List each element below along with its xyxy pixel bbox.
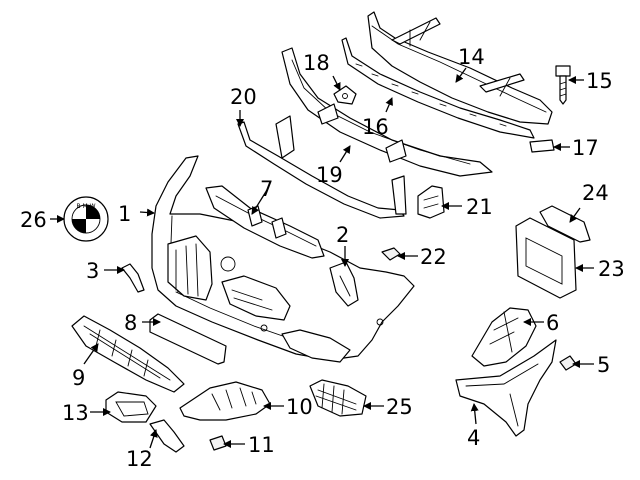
part-19-impact-absorber	[281, 47, 493, 177]
part-3-clip	[121, 263, 145, 293]
callout-1: 1	[118, 202, 131, 226]
callout-5: 5	[597, 353, 610, 377]
callout-6: 6	[546, 311, 559, 335]
part-10-air-duct	[179, 381, 271, 421]
callout-25: 25	[386, 395, 413, 419]
callout-16: 16	[362, 115, 389, 139]
part-18-clip	[333, 85, 357, 105]
callout-3: 3	[86, 259, 99, 283]
callout-15: 15	[586, 69, 613, 93]
part-24-radar-bracket	[539, 205, 591, 243]
part-13-fog-trim	[105, 391, 157, 423]
callout-11: 11	[248, 433, 275, 457]
callout-4: 4	[467, 426, 480, 450]
callout-2: 2	[336, 223, 349, 247]
callout-14: 14	[458, 45, 485, 69]
part-16-absorber-strip	[341, 37, 535, 139]
part-25-grille-insert	[309, 379, 367, 417]
callout-8: 8	[124, 311, 137, 335]
part-15-bolt	[555, 65, 571, 105]
leader-lines	[50, 67, 594, 449]
callout-10: 10	[286, 395, 313, 419]
part-17-bracket	[529, 139, 555, 153]
callout-labels: 1 2 3 4 5 6 7 8 9 10 11 12 13 14 15 16 1…	[20, 45, 625, 471]
part-1-bumper-cover	[151, 155, 415, 363]
callout-21: 21	[466, 195, 493, 219]
part-12-trim	[149, 419, 185, 453]
part-6-side-bracket	[471, 307, 537, 367]
part-22-clip	[381, 247, 401, 261]
svg-text:B M W: B M W	[76, 203, 95, 210]
part-26-emblem: B M W	[63, 196, 109, 242]
part-20-support-bar	[237, 115, 407, 219]
part-9-lower-grille	[71, 315, 185, 393]
callout-13: 13	[62, 401, 89, 425]
callout-23: 23	[598, 257, 625, 281]
callout-7: 7	[260, 177, 273, 201]
callout-17: 17	[572, 136, 599, 160]
part-14-bumper-carrier	[367, 11, 553, 125]
callout-12: 12	[126, 447, 153, 471]
part-11-clip	[209, 435, 227, 451]
part-21-bracket	[417, 185, 445, 219]
callout-20: 20	[230, 85, 257, 109]
part-8-plate-base	[149, 313, 227, 365]
callout-9: 9	[72, 366, 85, 390]
part-23-sensor-holder	[515, 217, 577, 299]
callout-18: 18	[303, 51, 330, 75]
part-5-clip	[559, 355, 577, 371]
callout-22: 22	[420, 245, 447, 269]
callout-19: 19	[316, 163, 343, 187]
callout-24: 24	[582, 181, 609, 205]
callout-26: 26	[20, 208, 47, 232]
part-4-wheel-arch-trim	[455, 339, 557, 437]
